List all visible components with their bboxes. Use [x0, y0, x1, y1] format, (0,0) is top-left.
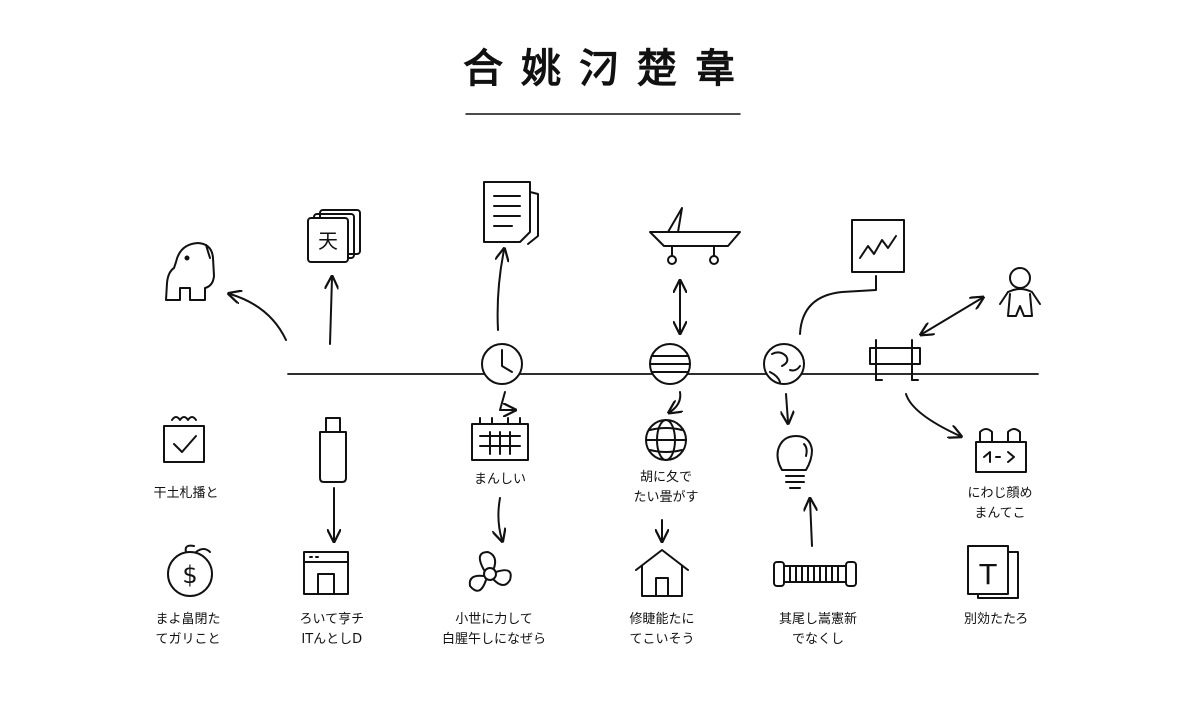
node-label: 胡に夂でたい畳がす	[634, 468, 699, 508]
text-frame-letter: T	[978, 558, 997, 591]
lightbulb-icon	[776, 435, 813, 489]
arrow-robot	[230, 294, 287, 341]
node-label: まよ畠閉たてガリこと	[156, 610, 221, 650]
bottle-icon	[319, 417, 347, 483]
card-stack-icon: 天	[307, 209, 361, 263]
node-label-line: てこいそう	[629, 632, 695, 647]
node-label-line: ITんとしD	[301, 632, 363, 647]
node-label-line: まんてこ	[974, 506, 1026, 521]
node-label: 其尾し嵩憲新でなくし	[779, 610, 857, 650]
node-label-line: まんしい	[474, 472, 527, 487]
node-label-line: 小世に力して	[455, 612, 533, 627]
arrow-person	[922, 298, 982, 334]
window-icon	[303, 551, 349, 595]
node-label-line: でなくし	[792, 632, 845, 647]
node-label-line: にわじ顔め	[967, 486, 1033, 501]
node-label: にわじ顔めまんてこ	[968, 484, 1033, 524]
card-stack-letter: 天	[318, 229, 338, 253]
arrow-to-globe-lower	[670, 391, 680, 412]
keyboard-cake-icon	[471, 417, 529, 461]
diagram-title: 合 姚 汈 楚 韋	[463, 45, 737, 92]
connector-chart	[799, 275, 877, 335]
node-label-line: ろいて亨チ	[299, 612, 365, 627]
document-icon	[483, 181, 539, 245]
node-label-line: てガリこと	[155, 632, 221, 647]
arrow-to-fan	[498, 497, 502, 540]
robot-icon	[165, 242, 215, 301]
arrow-spring-to-bulb	[810, 500, 812, 547]
node-label: 別効たたろ	[964, 610, 1028, 630]
node-label: まんしい	[474, 470, 526, 490]
house-icon	[635, 549, 689, 597]
node-label-line: 修睫能たに	[629, 612, 695, 627]
globe-outline-icon	[645, 419, 687, 461]
line-chart-icon	[851, 219, 905, 273]
clock-icon	[481, 343, 523, 385]
arrow-to-dispenser	[905, 393, 960, 436]
node-label-line: 別効たたろ	[964, 612, 1029, 627]
globe-icon	[763, 343, 805, 385]
spring-roller-icon	[773, 561, 857, 587]
node-label-line: 胡に夂で	[640, 470, 693, 485]
person-icon	[999, 267, 1041, 317]
node-label-line: まよ畠閉た	[155, 612, 221, 627]
money-bag-icon: $	[167, 544, 213, 597]
bench-icon	[869, 339, 921, 381]
striped-ball-icon	[649, 343, 691, 385]
arrow-to-bulb	[786, 393, 788, 422]
node-label-line: 干土札播と	[153, 486, 219, 501]
arrow-to-cake	[499, 391, 514, 410]
text-frame-icon: T	[967, 545, 1019, 599]
arrow-card	[330, 278, 332, 345]
arrow-document	[498, 250, 504, 331]
money-bag-symbol: $	[182, 561, 197, 589]
checkmark-card-icon	[163, 416, 205, 463]
node-label: 小世に力して白腥午しになぜら	[442, 610, 546, 650]
boat-cart-icon	[649, 207, 741, 265]
node-label-line: 其尾し嵩憲新	[779, 612, 858, 627]
node-label: 修睫能たにてこいそう	[630, 610, 695, 650]
dispenser-icon	[975, 428, 1027, 473]
node-label: ろいて亨チ ITんとしD	[300, 610, 365, 650]
node-label-line: 白腥午しになぜら	[442, 632, 547, 647]
fan-icon	[468, 551, 512, 592]
node-label-line: たい畳がす	[633, 490, 699, 505]
node-label: 干土札播と	[154, 484, 219, 504]
